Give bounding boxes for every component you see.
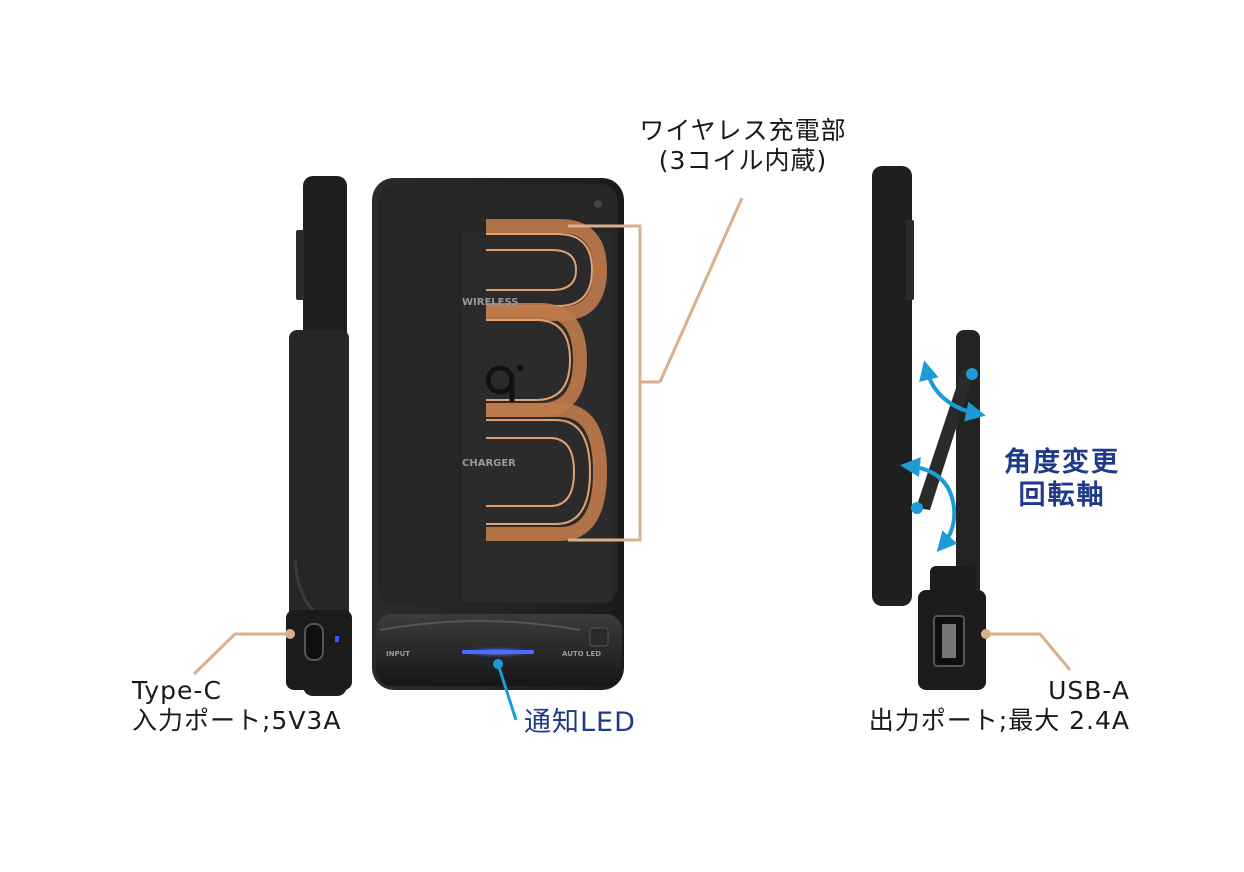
leader-lines bbox=[192, 197, 1072, 721]
wireless-label-line1: ワイヤレス充電部 bbox=[639, 116, 847, 145]
rotation-axis-label-line1: 角度変更 bbox=[1004, 447, 1120, 478]
rotation-axis-label-line2: 回転軸 bbox=[1018, 480, 1106, 511]
usb-a-label: USB-A 出力ポート;最大 2.4A bbox=[780, 676, 1130, 736]
type-c-label: Type-C 入力ポート;5V3A bbox=[132, 676, 341, 736]
side-view-right bbox=[872, 166, 986, 690]
qi-icon bbox=[485, 365, 523, 402]
auto-led-print: AUTO LED bbox=[562, 650, 601, 658]
type-c-label-line2: 入力ポート;5V3A bbox=[132, 706, 342, 735]
wireless-coils bbox=[486, 219, 608, 541]
usb-a-label-line2: 出力ポート;最大 2.4A bbox=[868, 706, 1130, 735]
wireless-charging-label: ワイヤレス充電部 (3コイル内蔵) bbox=[598, 116, 888, 176]
charger-print: CHARGER bbox=[462, 458, 516, 469]
wireless-print: WIRELESS bbox=[462, 297, 518, 308]
rotate-arrow-icon bbox=[900, 360, 986, 553]
usb-a-label-line1: USB-A bbox=[1048, 676, 1130, 705]
side-view-left bbox=[286, 176, 352, 696]
notification-led-label: 通知LED bbox=[524, 707, 636, 738]
wireless-label-line2: (3コイル内蔵) bbox=[658, 146, 828, 175]
front-view: WIRELESS CHARGER INPUT AUTO LED bbox=[372, 178, 624, 690]
usb-c-port bbox=[304, 623, 324, 661]
type-c-label-line1: Type-C bbox=[132, 676, 222, 705]
input-print: INPUT bbox=[386, 650, 410, 658]
rotation-axis-label: 角度変更 回転軸 bbox=[992, 446, 1132, 512]
notification-led bbox=[462, 650, 534, 654]
